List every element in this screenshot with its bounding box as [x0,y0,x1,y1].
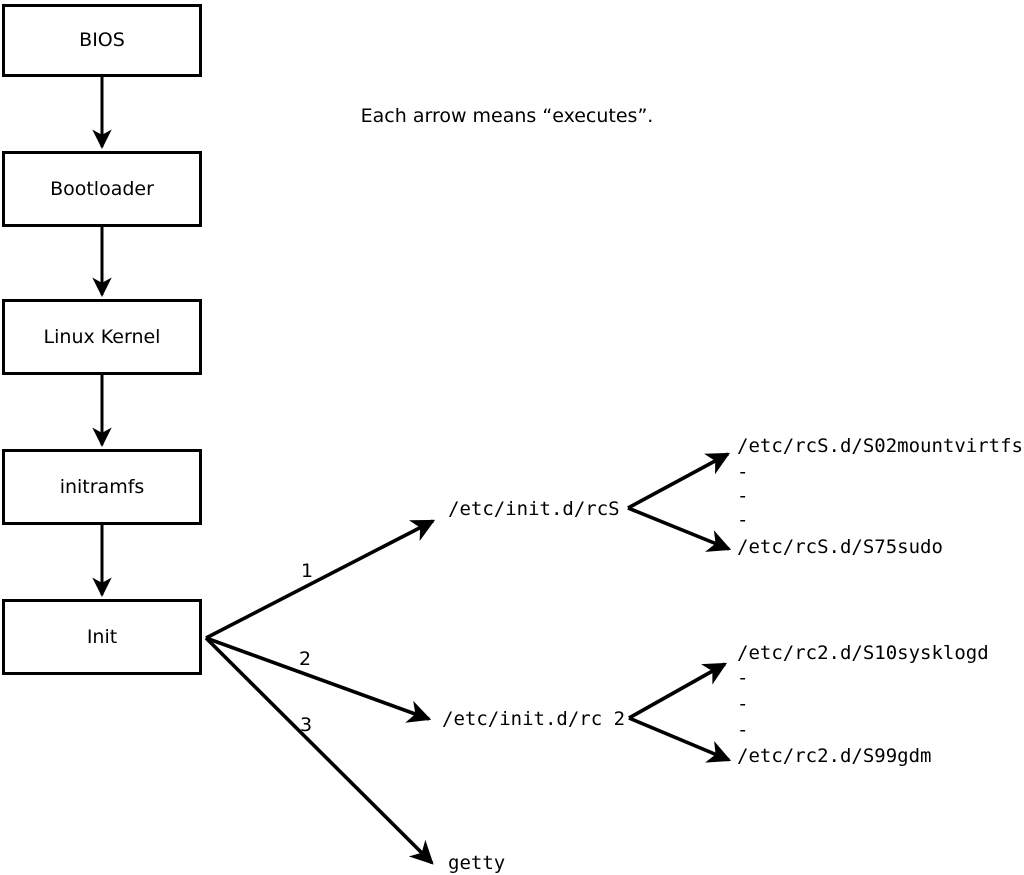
node-bootloader: Bootloader [2,151,202,227]
arrow-init-to-rc2 [205,636,432,723]
linux-kernel-box [2,299,202,375]
arrow-rcs-to-s75 [627,506,732,552]
node-initramfs: initramfs [2,449,202,525]
rc2-subtree: /etc/rc2.d/S10sysklogd - - - /etc/rc2.d/… [628,642,989,767]
arrow-init-to-getty [204,636,434,865]
init-box [2,599,202,675]
bootloader-box [2,151,202,227]
rcs-subtree: /etc/rcS.d/S02mountvirtfs - - - /etc/rcS… [627,435,1023,558]
branch-order-3: 3 [300,714,312,736]
branch-target-rc2: /etc/init.d/rc 2 [442,708,625,730]
branch-order-2: 2 [299,648,311,670]
node-init: Init [2,599,202,675]
rcs-child-dash-1: - [737,461,748,483]
bios-label: BIOS [79,29,125,51]
rc2-child-dash-2: - [737,693,748,715]
rc2-child-s10sysklogd: /etc/rc2.d/S10sysklogd [737,642,989,664]
init-label: Init [87,626,117,648]
node-bios: BIOS [2,4,202,77]
rc2-child-s99gdm: /etc/rc2.d/S99gdm [737,745,931,767]
node-linux-kernel: Linux Kernel [2,299,202,375]
bootloader-label: Bootloader [50,178,154,200]
branch-target-rcs: /etc/init.d/rcS [448,498,620,520]
initramfs-box [2,449,202,525]
rc2-child-dash-1: - [737,667,748,689]
rcs-child-s02mountvirtfs: /etc/rcS.d/S02mountvirtfs [737,435,1023,457]
initramfs-label: initramfs [60,476,145,498]
rcs-child-s75sudo: /etc/rcS.d/S75sudo [737,536,943,558]
arrow-rc2-to-s10 [628,662,728,720]
branch-target-getty: getty [448,852,505,874]
branch-order-1: 1 [301,560,313,582]
linux-kernel-label: Linux Kernel [44,326,161,348]
bios-box [2,4,202,77]
rcs-child-dash-3: - [737,509,748,531]
boot-chain: BIOS Bootloader Linux Kernel initramfs I… [2,4,202,675]
rc2-child-dash-3: - [737,719,748,741]
legend-note: Each arrow means “executes”. [361,105,654,127]
arrow-rc2-to-s99 [628,716,732,763]
arrow-init-to-rcs [205,519,436,640]
init-fanout: 1 2 3 /etc/init.d/rcS /etc/init.d/rc 2 g… [204,498,625,874]
arrow-rcs-to-s02 [627,452,731,510]
rcs-child-dash-2: - [737,485,748,507]
